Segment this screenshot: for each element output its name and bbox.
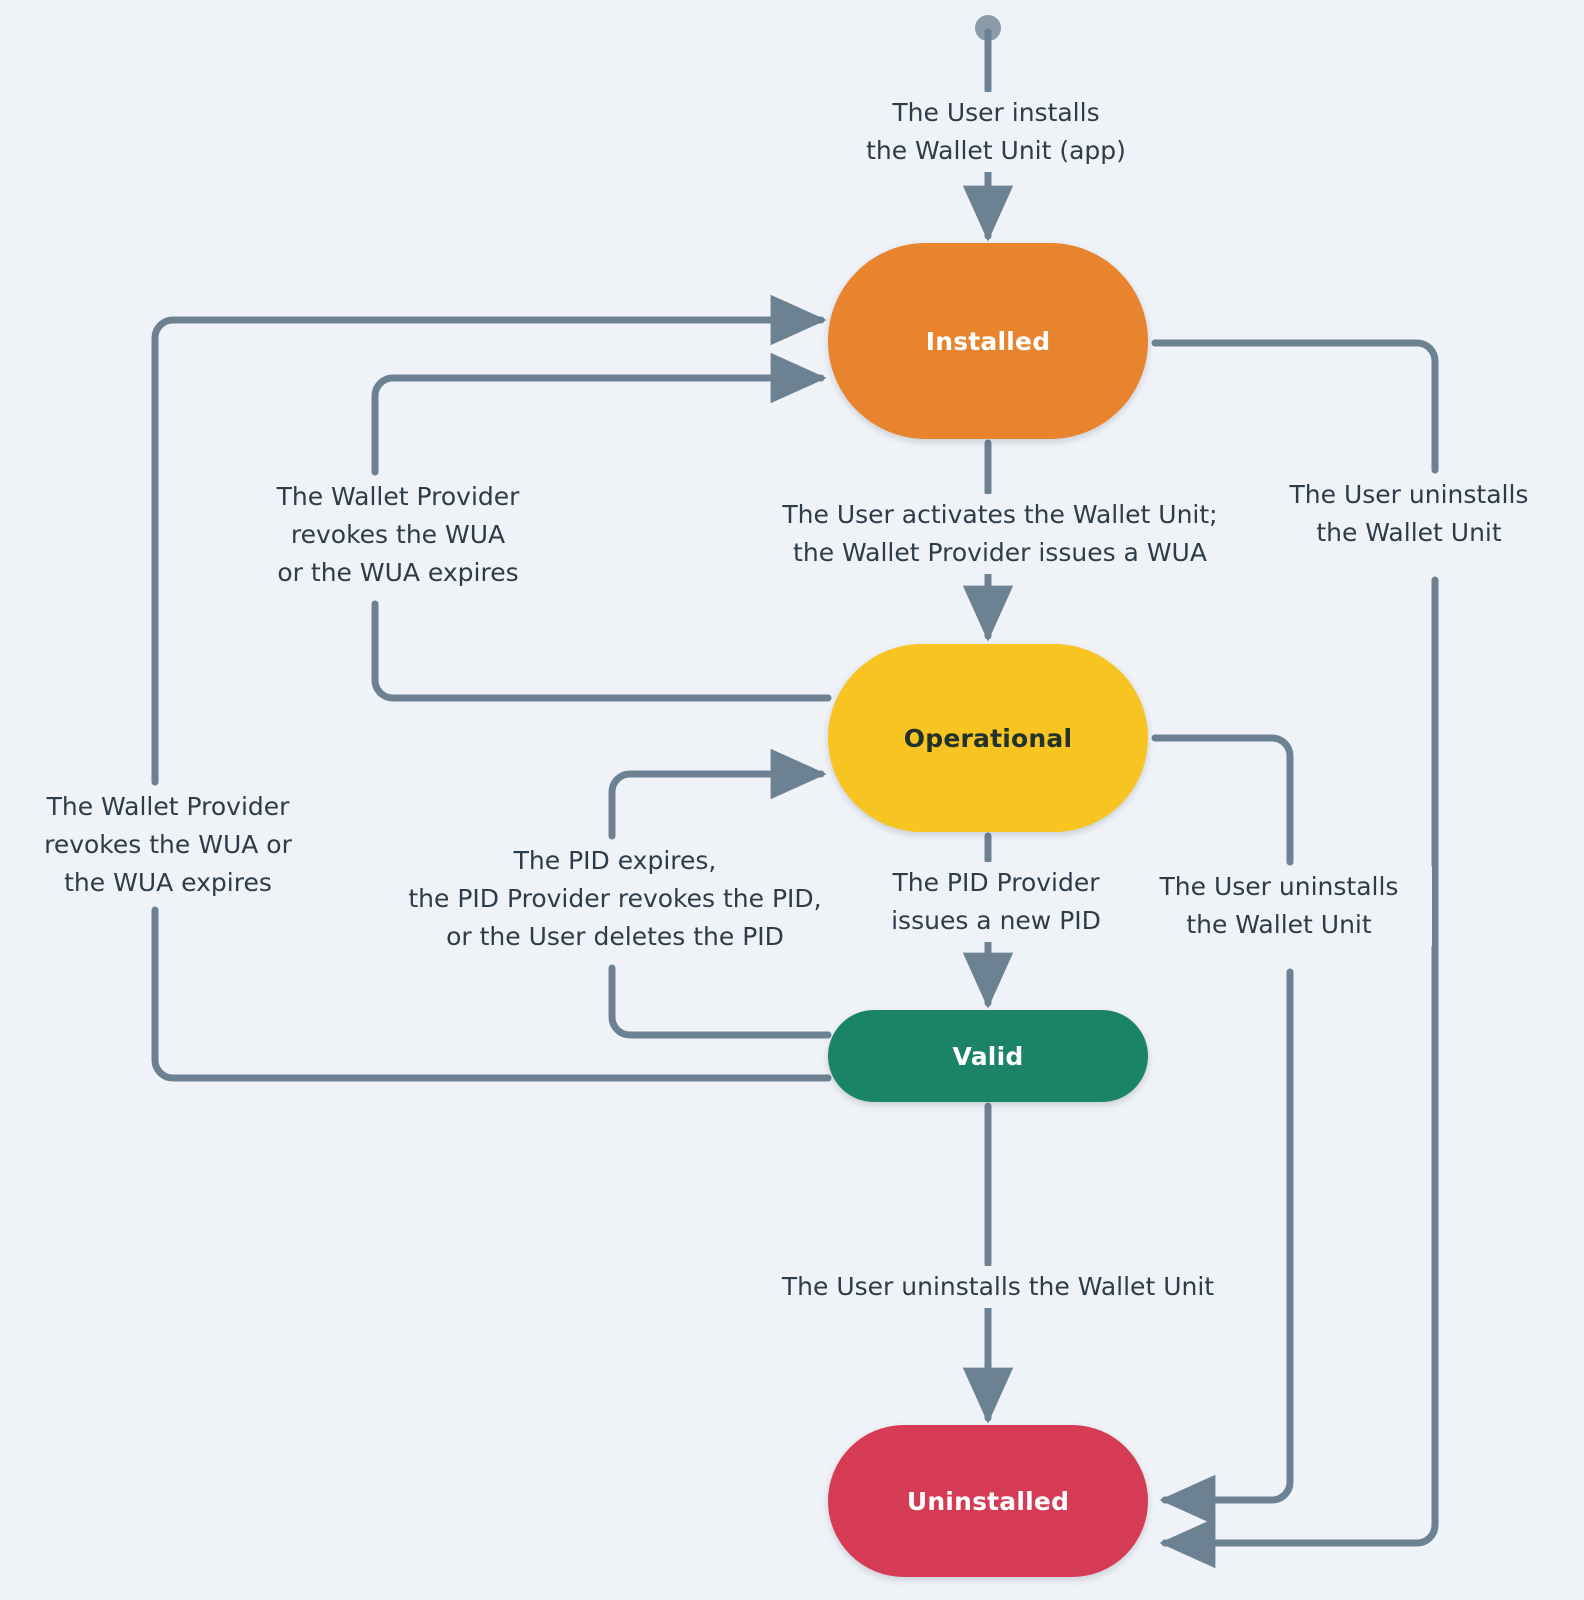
edge-installed-to-uninstalled-b (1159, 576, 1439, 1569)
state-label-valid: Valid (952, 1041, 1024, 1071)
transition-label-operational-to-installed: The Wallet Provider revokes the WUA or t… (200, 476, 596, 594)
state-node-installed[interactable]: Installed (828, 243, 1148, 439)
state-node-operational[interactable]: Operational (828, 644, 1148, 832)
transition-label-valid-to-installed: The Wallet Provider revokes the WUA or t… (0, 786, 336, 904)
transition-label-operational-to-uninstalled: The User uninstalls the Wallet Unit (1126, 866, 1432, 946)
edge-valid-to-operational-a (608, 964, 832, 1039)
state-label-uninstalled: Uninstalled (906, 1486, 1070, 1516)
state-label-operational: Operational (903, 723, 1073, 753)
state-node-valid[interactable]: Valid (828, 1010, 1148, 1102)
edge-operational-to-installed-a (371, 600, 832, 702)
edge-valid-to-operational-b (608, 748, 827, 840)
transition-label-installed-to-operational: The User activates the Wallet Unit; the … (742, 494, 1258, 574)
edge-operational-to-uninstalled-a (1151, 734, 1294, 866)
edge-operational-to-uninstalled-b (1159, 968, 1294, 1526)
transition-label-operational-to-valid: The PID Provider issues a new PID (858, 862, 1134, 942)
transition-label-start-to-installed: The User installs the Wallet Unit (app) (838, 92, 1154, 172)
transition-label-valid-to-uninstalled: The User uninstalls the Wallet Unit (740, 1266, 1256, 1308)
transition-label-valid-to-operational: The PID expires, the PID Provider revoke… (372, 840, 858, 958)
edge-installed-to-uninstalled-a (1151, 339, 1439, 474)
edge-operational-to-installed-b (371, 352, 827, 476)
edge-valid-to-installed-b (151, 294, 827, 786)
state-label-installed: Installed (925, 326, 1051, 356)
state-node-uninstalled[interactable]: Uninstalled (828, 1425, 1148, 1577)
transition-label-installed-to-uninstalled: The User uninstalls the Wallet Unit (1256, 474, 1562, 554)
edge-valid-to-installed-a (151, 906, 832, 1082)
initial-state-dot (975, 15, 1001, 41)
